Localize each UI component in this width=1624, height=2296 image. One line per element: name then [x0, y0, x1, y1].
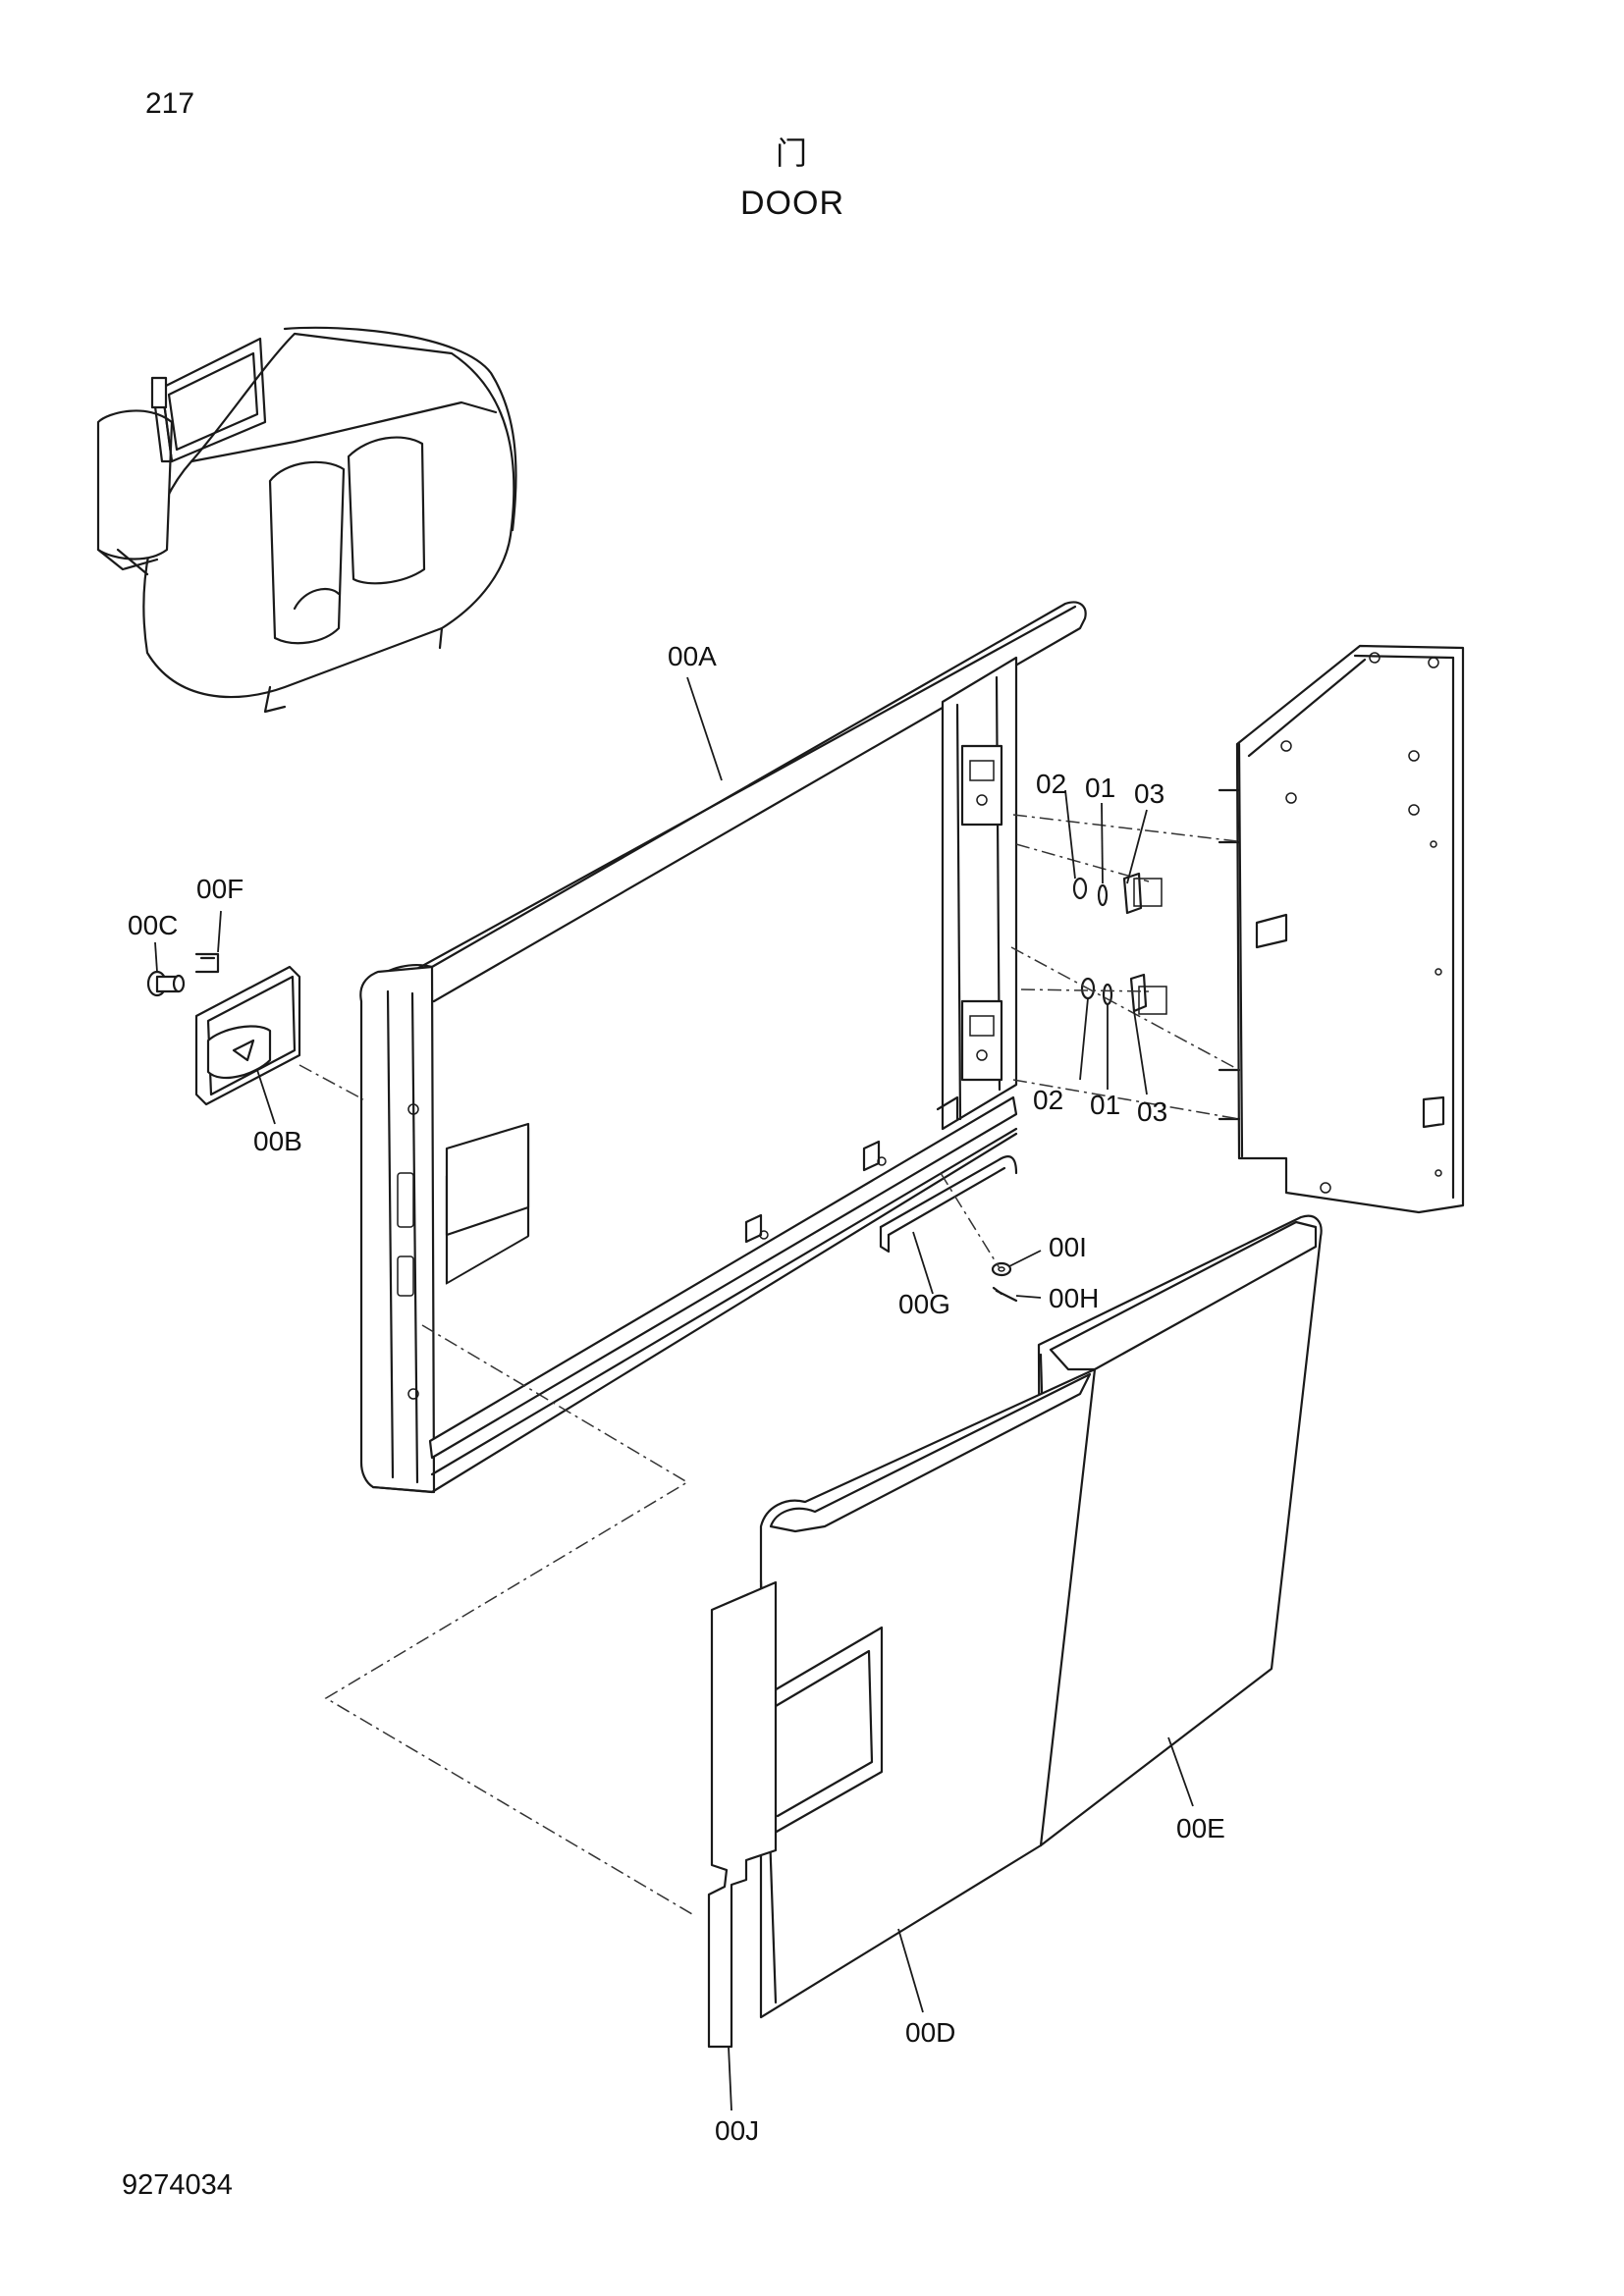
lock-cylinder-00C	[146, 970, 186, 997]
door-frame-00A	[359, 601, 1087, 1494]
callout-00I: 00I	[1049, 1232, 1087, 1262]
drawing-number: 9274034	[122, 2169, 233, 2201]
callout-00C: 00C	[128, 910, 178, 940]
callout-01-lower: 01	[1090, 1090, 1120, 1120]
callout-00A: 00A	[668, 641, 717, 671]
handle-assembly-00B	[194, 965, 301, 1106]
callout-00J: 00J	[715, 2115, 759, 2146]
page-number: 217	[145, 87, 195, 120]
seal-strip-00J	[707, 1580, 778, 2049]
hinge-plate	[1218, 644, 1465, 1214]
projection-lines	[298, 814, 1240, 1915]
callout-01-upper: 01	[1085, 773, 1115, 803]
grab-handle-00G	[879, 1155, 1018, 1254]
callout-00B: 00B	[253, 1126, 302, 1156]
retaining-clip-00F	[194, 952, 220, 974]
title-chinese: 门	[776, 134, 808, 172]
callout-02-upper: 02	[1036, 769, 1066, 799]
callout-00E: 00E	[1176, 1813, 1225, 1843]
callout-00F: 00F	[196, 874, 244, 904]
washer-00I	[991, 1261, 1012, 1277]
leader-lines	[154, 676, 1194, 2111]
callout-00H: 00H	[1049, 1283, 1099, 1313]
bolt-00H	[992, 1286, 1018, 1303]
callout-00D: 00D	[905, 2017, 955, 2048]
cab-overview-illustration	[96, 326, 517, 714]
callout-03-upper: 03	[1134, 778, 1164, 809]
callout-labels: 00A 02 01 03 00F 00C 00B 02 01 03 00I 00…	[128, 641, 1225, 2146]
callout-02-lower: 02	[1033, 1085, 1063, 1115]
trim-panel-00D	[759, 1367, 1097, 2019]
hinge-hardware	[1072, 872, 1167, 1015]
title-english: DOOR	[740, 185, 844, 222]
callout-03-lower: 03	[1137, 1096, 1167, 1127]
callout-00G: 00G	[898, 1289, 950, 1319]
